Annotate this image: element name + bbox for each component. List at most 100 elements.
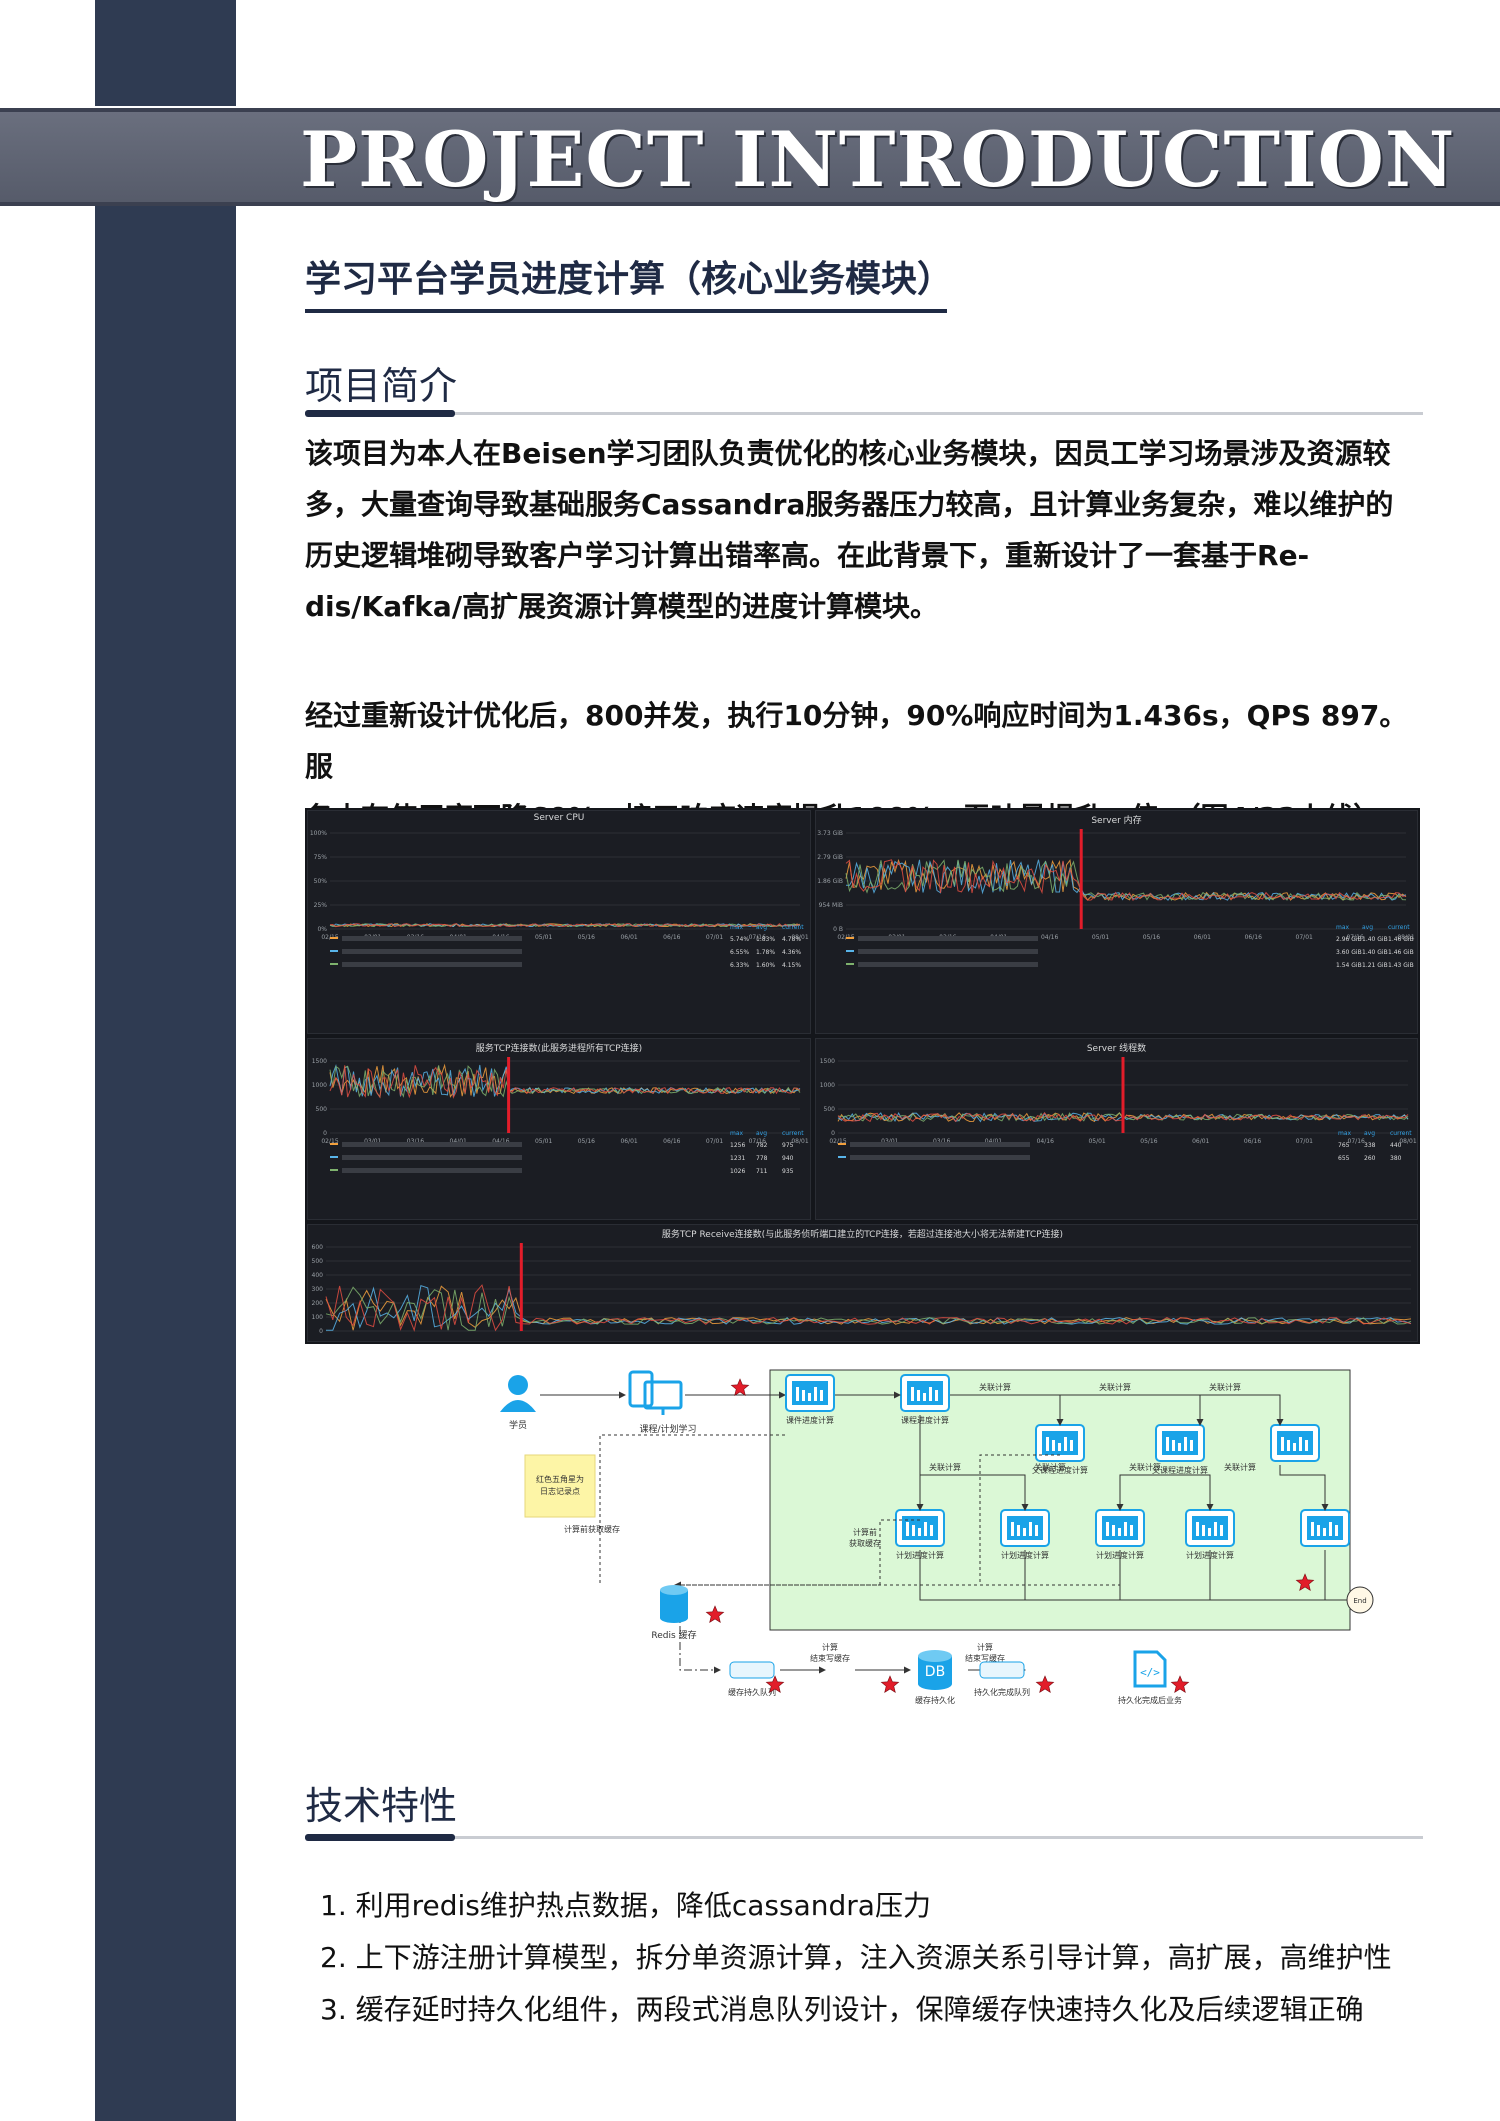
calc-node-bar xyxy=(1070,1440,1073,1451)
x-tick-label: 08/01 xyxy=(791,1138,808,1145)
features-heading: 技术特性 xyxy=(305,1784,458,1828)
calc-node-bar xyxy=(1172,1440,1175,1451)
calc-node-bar xyxy=(1023,1528,1026,1536)
db-text: DB xyxy=(925,1664,945,1680)
x-tick-label: 06/01 xyxy=(1192,1138,1209,1145)
legend-value: 1231 xyxy=(730,1155,745,1162)
x-tick-label: 06/01 xyxy=(620,1138,637,1145)
calc-node-bar xyxy=(1029,1522,1032,1536)
feature-item: 1. 利用redis维护热点数据，降低cassandra压力 xyxy=(320,1889,931,1922)
legend-value: 1026 xyxy=(730,1168,745,1175)
calc-node-bar xyxy=(1046,1437,1049,1451)
read-cache-label-2: 计算前 xyxy=(853,1527,877,1537)
x-tick-label: 06/01 xyxy=(620,934,637,941)
legend-value: 765 xyxy=(1338,1142,1350,1149)
y-tick-label: 0 B xyxy=(833,926,843,933)
y-tick-label: 200 xyxy=(312,1300,324,1307)
legend-value: 1.40 GiB xyxy=(1362,936,1388,943)
after-label: 持久化完成后业务 xyxy=(1118,1695,1182,1705)
series-line xyxy=(329,1065,801,1099)
x-tick-label: 05/16 xyxy=(578,1138,595,1145)
x-tick-label: 05/16 xyxy=(578,934,595,941)
write-cache-label: 计算 xyxy=(822,1642,838,1652)
log-point-star-icon xyxy=(1170,1675,1190,1693)
series-line xyxy=(845,859,1407,902)
y-tick-label: 1.86 GiB xyxy=(817,878,843,885)
legend-header: avg xyxy=(1364,1130,1375,1137)
features-heading-accent xyxy=(305,1834,455,1841)
calc-node-bar xyxy=(1190,1440,1193,1451)
read-cache-label-2: 获取缓存 xyxy=(849,1538,881,1548)
read-cache-label: 计算前获取缓存 xyxy=(564,1524,620,1534)
calc-node-bar xyxy=(906,1522,909,1536)
calc-node-label: 父课程进度计算 xyxy=(1032,1465,1088,1475)
legend-name-redacted xyxy=(342,936,522,941)
legend-swatch xyxy=(838,1156,846,1158)
legend-name-redacted xyxy=(342,949,522,954)
x-tick-label: 06/16 xyxy=(663,934,680,941)
calc-node-bar xyxy=(1035,1525,1038,1536)
y-tick-label: 0% xyxy=(317,926,327,933)
calc-node-bar xyxy=(923,1393,926,1401)
x-tick-label: 05/01 xyxy=(1092,934,1109,941)
legend-value: 260 xyxy=(1364,1155,1376,1162)
intro-heading-accent xyxy=(305,410,455,417)
calc-node-bar xyxy=(912,1525,915,1536)
features-heading-rule xyxy=(305,1836,1423,1839)
x-tick-label: 07/16 xyxy=(749,1138,766,1145)
legend-name-redacted xyxy=(342,1142,522,1147)
legend-name-redacted xyxy=(342,1155,522,1160)
calc-node-bar xyxy=(1293,1443,1296,1451)
x-tick-label: 03/01 xyxy=(881,1138,898,1145)
legend-value: 1.60% xyxy=(756,962,775,969)
series-line xyxy=(845,859,1407,902)
db-label: 缓存持久化 xyxy=(915,1695,955,1705)
calc-node-bar xyxy=(1220,1525,1223,1536)
calc-node-bar xyxy=(1196,1522,1199,1536)
feature-item: 3. 缓存延时持久化组件，两段式消息队列设计，保障缓存快速持久化及后续逻辑正确 xyxy=(320,1993,1364,2026)
intro-paragraph-1: 该项目为本人在Beisen学习团队负责优化的核心业务模块，因员工学习场景涉及资源… xyxy=(305,428,1425,632)
legend-swatch xyxy=(846,937,854,939)
x-tick-label: 04/01 xyxy=(985,1138,1002,1145)
legend-value: 1.54 GiB xyxy=(1336,962,1362,969)
legend-name-redacted xyxy=(858,962,1038,967)
y-tick-label: 3.73 GiB xyxy=(817,830,843,837)
y-tick-label: 50% xyxy=(314,878,328,885)
redis-cylinder xyxy=(660,1585,688,1623)
x-tick-label: 05/01 xyxy=(1088,1138,1105,1145)
x-tick-label: 06/16 xyxy=(1245,934,1262,941)
panel-title: Server CPU xyxy=(533,813,585,823)
calc-node-bar xyxy=(1202,1525,1205,1536)
calc-node-bar xyxy=(1329,1522,1332,1536)
log-point-star-icon xyxy=(880,1675,900,1693)
y-tick-label: 300 xyxy=(312,1286,324,1293)
legend-name-redacted xyxy=(850,1142,1030,1147)
svg-text:</>: </> xyxy=(1140,1666,1160,1679)
legend-swatch xyxy=(330,950,338,952)
x-tick-label: 03/01 xyxy=(364,1138,381,1145)
log-point-star-icon xyxy=(730,1378,750,1396)
x-tick-label: 05/01 xyxy=(535,1138,552,1145)
legend-value: 1.46 GiB xyxy=(1388,936,1414,943)
calc-node-bar xyxy=(917,1390,920,1401)
assoc-label: 关联计算 xyxy=(1034,1462,1066,1472)
x-tick-label: 08/01 xyxy=(1397,934,1414,941)
calc-node-bar xyxy=(1287,1440,1290,1451)
legend-header: current xyxy=(1388,924,1410,931)
panel-title: 服务TCP连接数(此服务进程所有TCP连接) xyxy=(475,1044,643,1054)
legend-swatch xyxy=(846,950,854,952)
intro-heading-rule xyxy=(305,412,1423,415)
calc-node-bar xyxy=(808,1393,811,1401)
legend-name-redacted xyxy=(850,1155,1030,1160)
calc-node-bar xyxy=(796,1387,799,1401)
calc-node-bar xyxy=(820,1390,823,1401)
series-line xyxy=(329,923,801,928)
legend-swatch xyxy=(330,963,338,965)
cache-queue-icon xyxy=(729,1661,775,1679)
banner-title: PROJECT INTRODUCTION xyxy=(300,115,1456,204)
calc-node-bar xyxy=(924,1522,927,1536)
legend-name-redacted xyxy=(342,962,522,967)
x-tick-label: 03/16 xyxy=(933,1138,950,1145)
